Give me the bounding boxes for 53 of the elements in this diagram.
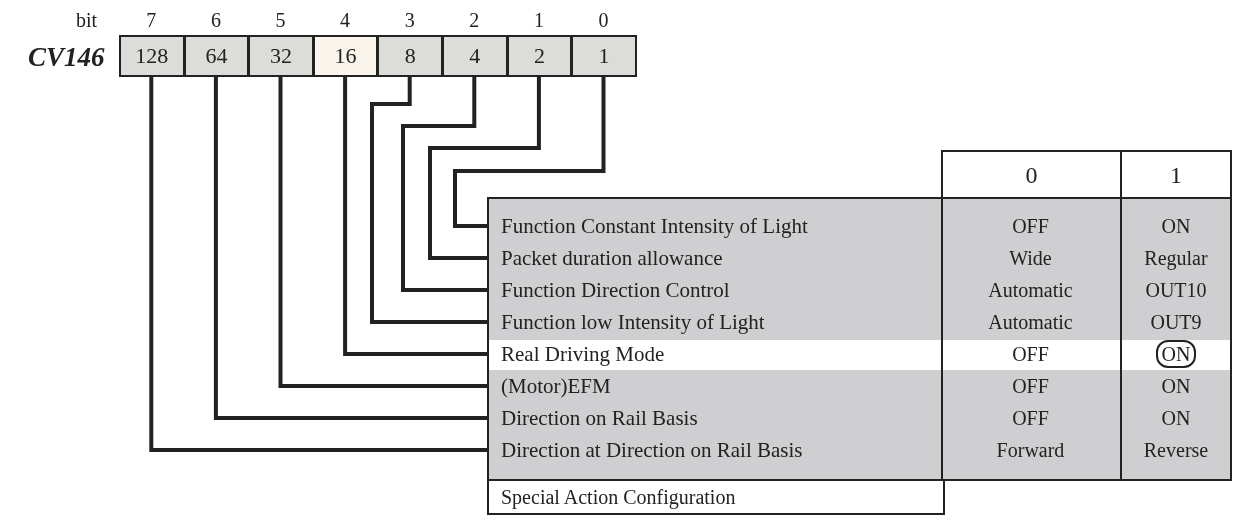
connector-line bbox=[343, 77, 487, 356]
table-value: OUT9 bbox=[1150, 311, 1202, 333]
bit-cell: 64 bbox=[183, 35, 250, 77]
column-header: 1 bbox=[1120, 150, 1232, 199]
connector-line bbox=[278, 77, 487, 388]
table-value: Regular bbox=[1144, 247, 1208, 269]
bit-number: 0 bbox=[597, 10, 610, 30]
circled-value: ON bbox=[1155, 340, 1197, 368]
table-value: Automatic bbox=[988, 311, 1073, 333]
bit-cell: 1 bbox=[571, 35, 637, 77]
bit-number: 1 bbox=[532, 10, 545, 30]
bit-number: 4 bbox=[339, 10, 352, 30]
table-value: ON bbox=[1161, 407, 1191, 429]
bit-cell: 32 bbox=[248, 35, 314, 77]
bit-cell: 4 bbox=[442, 35, 508, 77]
bit-cell: 8 bbox=[377, 35, 443, 77]
table-value: ON bbox=[1161, 215, 1191, 237]
column-header: 0 bbox=[941, 150, 1122, 199]
bit-heading: bit bbox=[76, 10, 98, 30]
bit-number: 5 bbox=[274, 10, 287, 30]
row-label: Direction at Direction on Rail Basis bbox=[487, 434, 941, 466]
connector-line bbox=[453, 77, 606, 228]
bit-number: 2 bbox=[468, 10, 481, 30]
table-value: ON bbox=[1161, 375, 1191, 397]
row-label: Function Direction Control bbox=[487, 274, 941, 306]
table-value: OFF bbox=[1012, 375, 1049, 397]
connector-line bbox=[213, 77, 487, 420]
table-value: Reverse bbox=[1143, 439, 1209, 461]
bit-cell: 2 bbox=[506, 35, 573, 77]
table-value: OUT10 bbox=[1145, 279, 1207, 301]
table-value: OFF bbox=[1012, 215, 1049, 237]
connector-line bbox=[428, 77, 541, 260]
caption-box: Special Action Configuration bbox=[487, 481, 945, 515]
connector-line bbox=[149, 77, 487, 452]
row-label: Function Constant Intensity of Light bbox=[487, 210, 941, 242]
connector-line bbox=[370, 77, 487, 324]
table-value: OFF bbox=[1012, 343, 1049, 365]
bit-number: 3 bbox=[403, 10, 416, 30]
table-value: Automatic bbox=[988, 279, 1073, 301]
row-label: Direction on Rail Basis bbox=[487, 402, 941, 434]
connector-line bbox=[401, 77, 487, 292]
register-name: CV146 bbox=[28, 44, 105, 71]
row-label: Real Driving Mode bbox=[487, 338, 941, 370]
table-value: OFF bbox=[1012, 407, 1049, 429]
bit-cell: 16 bbox=[312, 35, 379, 77]
table-value: Forward bbox=[996, 439, 1065, 461]
bit-number: 7 bbox=[145, 10, 158, 30]
row-label: (Motor)EFM bbox=[487, 370, 941, 402]
bit-number: 6 bbox=[209, 10, 222, 30]
table-value: Wide bbox=[1009, 247, 1052, 269]
row-label: Function low Intensity of Light bbox=[487, 306, 941, 338]
row-label: Packet duration allowance bbox=[487, 242, 941, 274]
bit-cell: 128 bbox=[119, 35, 185, 77]
